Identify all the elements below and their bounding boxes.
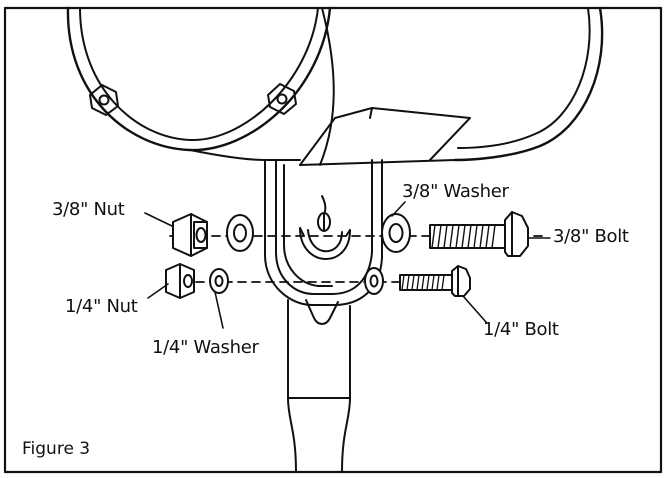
bolt-38-icon	[429, 211, 529, 257]
figure-border	[3, 6, 663, 474]
label-bolt-14: 1/4" Bolt	[483, 319, 559, 340]
label-washer-14: 1/4" Washer	[152, 337, 259, 358]
left-speaker-housing	[66, 6, 332, 152]
housing-nut-right-icon	[267, 83, 297, 115]
washer-14-left-icon	[209, 268, 229, 294]
label-nut-14: 1/4" Nut	[65, 296, 138, 317]
figure-caption: Figure 3	[22, 439, 91, 459]
right-speaker-housing	[319, 6, 604, 166]
washer-14-right-icon	[364, 267, 384, 295]
stand-pole	[287, 299, 351, 473]
washer-38-left-icon	[226, 214, 254, 252]
mounting-saddle	[189, 107, 471, 166]
housing-nut-left-icon	[89, 84, 119, 116]
bracket-tab	[305, 299, 339, 325]
label-bolt-38: 3/8" Bolt	[553, 226, 629, 247]
label-washer-38: 3/8" Washer	[402, 181, 509, 202]
leader-lines	[144, 201, 551, 329]
nut-38-icon	[172, 213, 208, 257]
bolt-14-icon	[399, 265, 471, 297]
washer-38-right-icon	[381, 213, 411, 253]
nut-14-icon	[165, 263, 195, 299]
j-hook-slot	[299, 195, 351, 260]
label-nut-38: 3/8" Nut	[52, 199, 125, 220]
